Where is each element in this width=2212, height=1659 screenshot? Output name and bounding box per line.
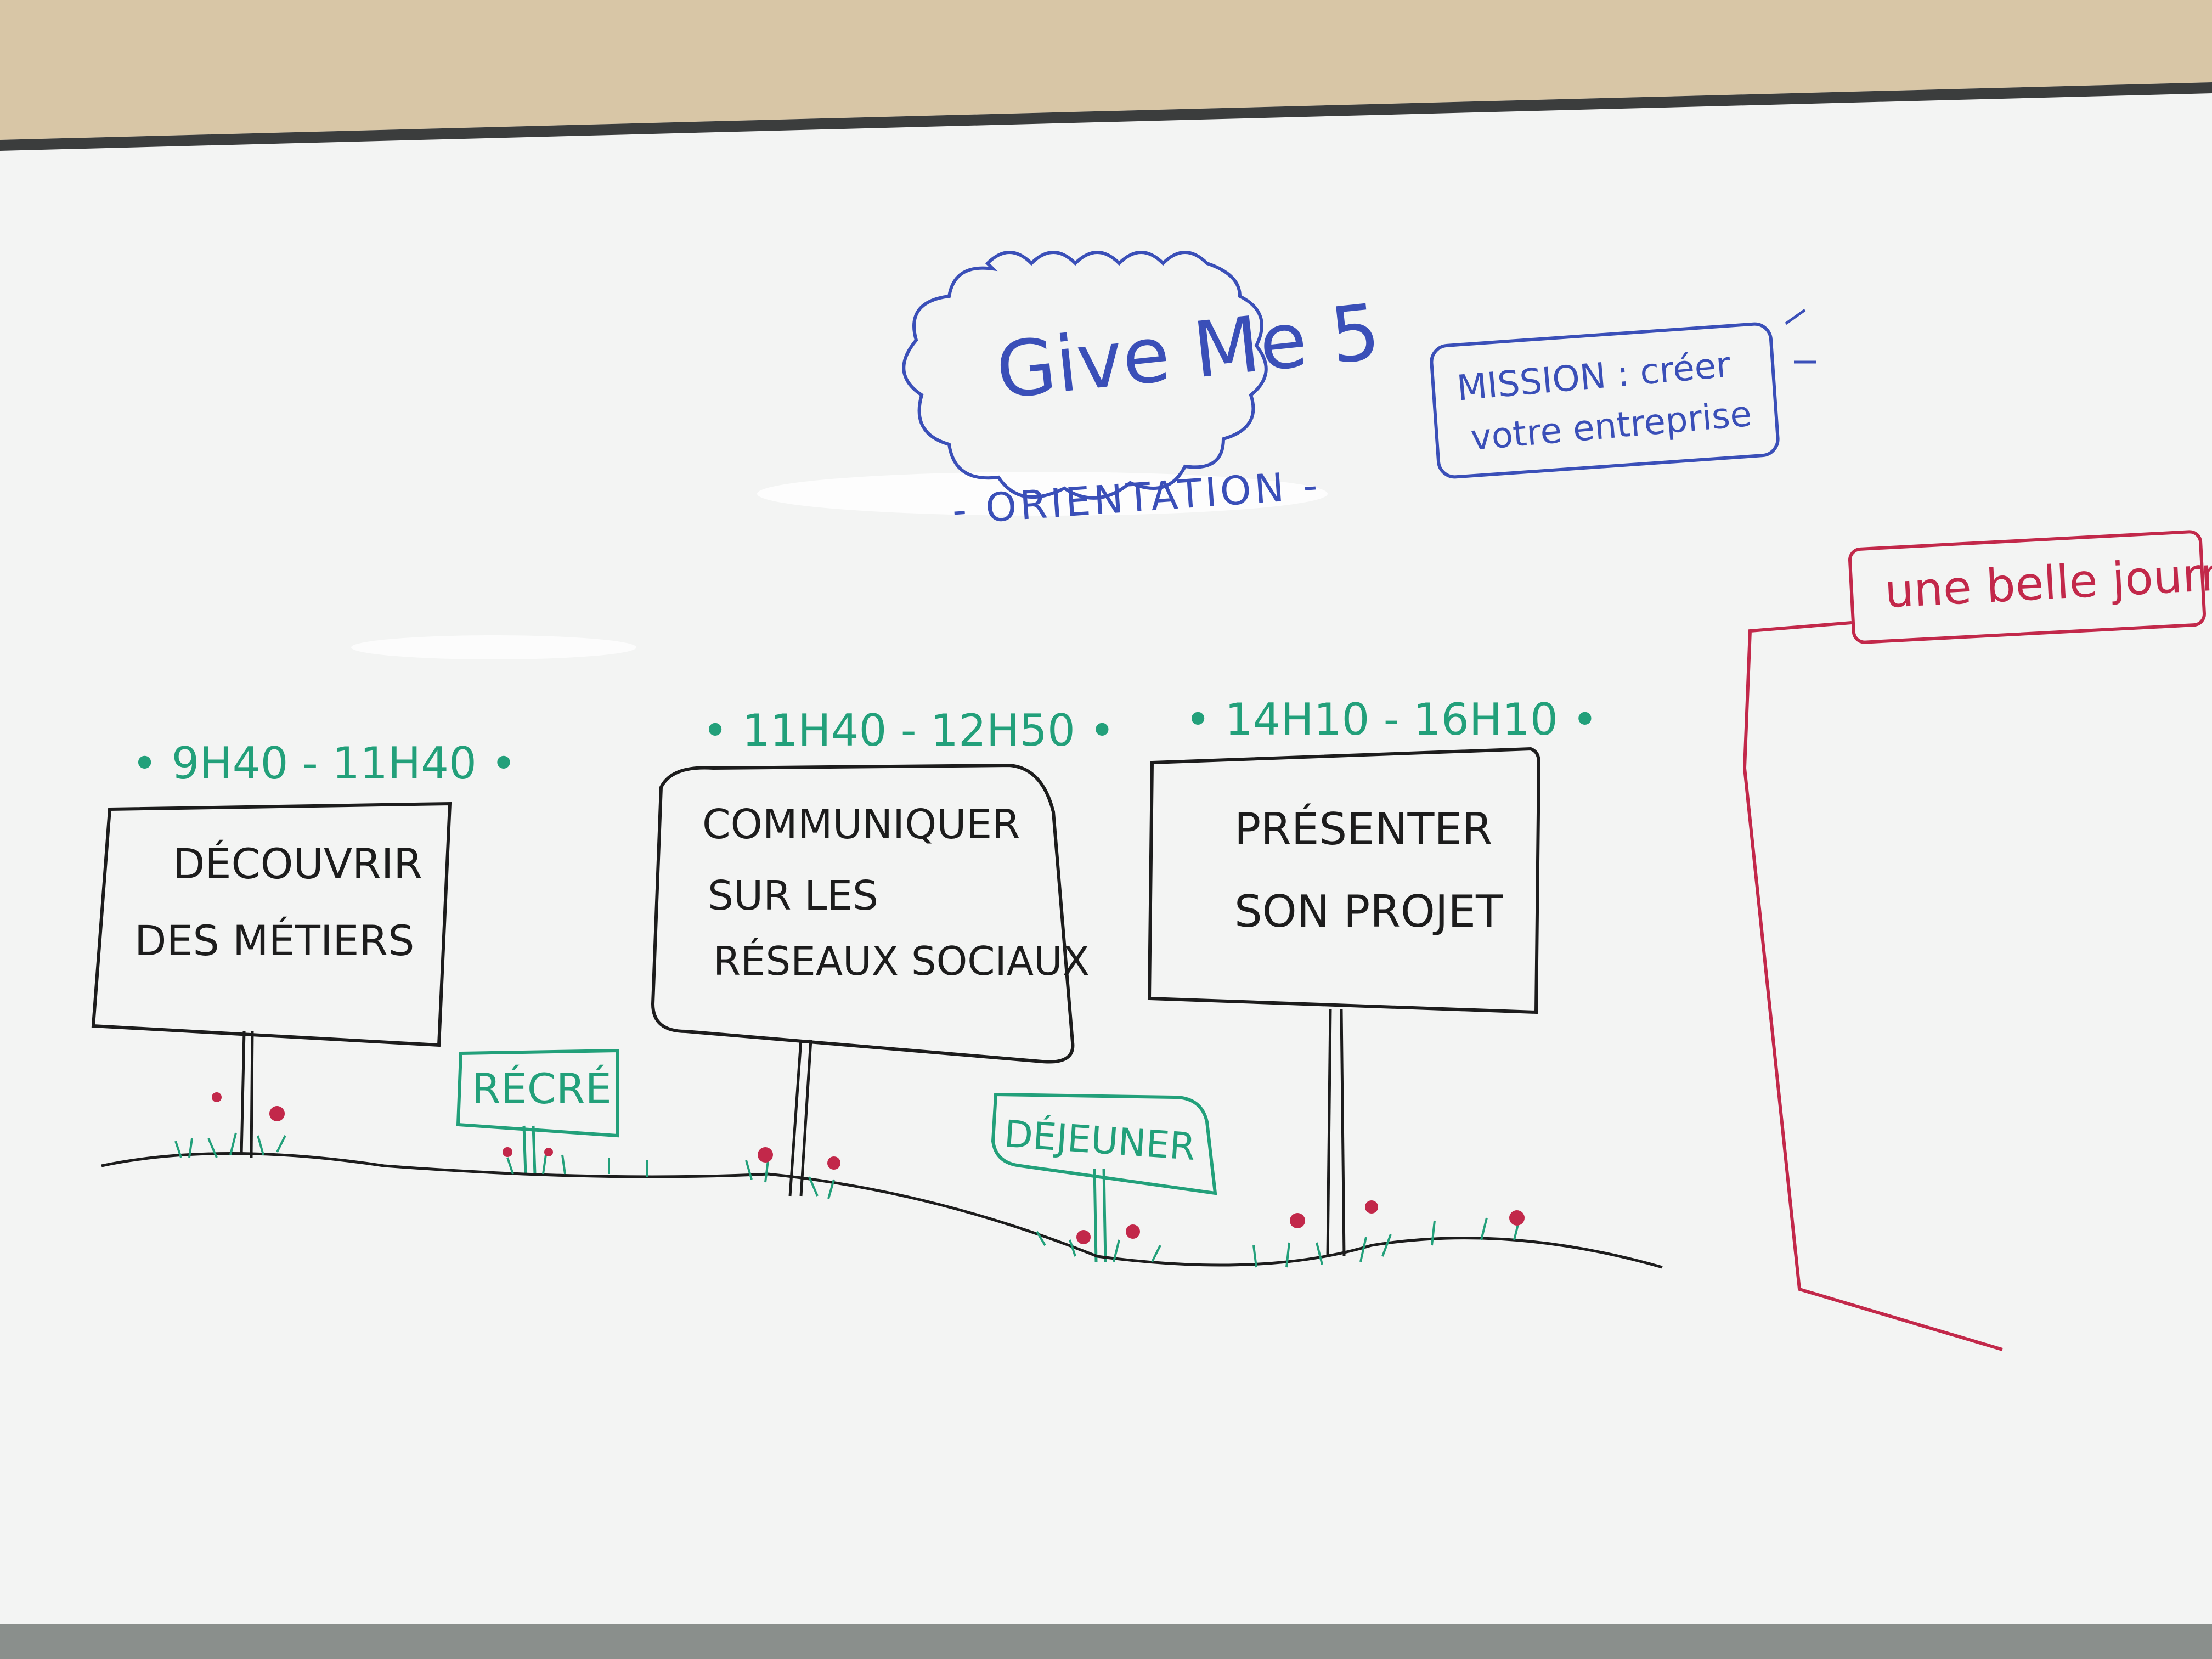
side-bracket [1742,621,2003,1351]
sign-box-2 [651,763,1075,1064]
ground-line [101,1152,1663,1269]
board-top-rail [0,82,2212,151]
sign-post-3a [1326,1009,1332,1257]
sign-post-1a [240,1031,246,1155]
sign-post-2a [788,1039,803,1197]
time-slot-1: • 9H40 - 11H40 • [132,738,517,789]
time-slot-3: • 14H10 - 16H10 • [1185,694,1598,745]
break-label-recre: RÉCRÉ [472,1064,612,1113]
time-slot-2: • 11H40 - 12H50 • [702,705,1115,756]
break-post-1a [522,1125,527,1175]
sign-post-3b [1340,1009,1346,1257]
side-label-box [1848,530,2206,644]
break-sign-2 [991,1092,1217,1195]
light-glare-left [351,635,636,659]
grass [174,1132,1521,1268]
sign-post-2b [799,1039,812,1197]
mission-box [1430,322,1780,479]
light-glare [757,472,1328,516]
title-cloud-outline [902,251,1268,500]
break-post-1b [532,1125,537,1175]
sign-post-1b [250,1031,254,1158]
board-bottom-tray [0,1624,2212,1659]
flowers [212,1092,1525,1244]
sign-2-line-3: RÉSEAUX SOCIAUX [713,938,1090,984]
sign-box-3 [1147,747,1541,1014]
break-post-2a [1093,1168,1098,1262]
sign-3-line-1: PRÉSENTER [1234,804,1493,855]
break-sign-1 [456,1048,619,1138]
whiteboard-surface [0,82,2212,1659]
sign-3-line-2: SON PROJET [1234,886,1503,937]
mission-spark [1785,308,1806,325]
sign-1-line-1: DÉCOUVRIR [173,839,423,888]
sign-2-line-1: COMMUNIQUER [702,801,1020,848]
sign-box-1 [91,802,452,1047]
break-post-2b [1102,1168,1107,1262]
sign-1-line-2: DES MÉTIERS [134,916,415,965]
sign-2-line-2: SUR LES [708,872,879,919]
